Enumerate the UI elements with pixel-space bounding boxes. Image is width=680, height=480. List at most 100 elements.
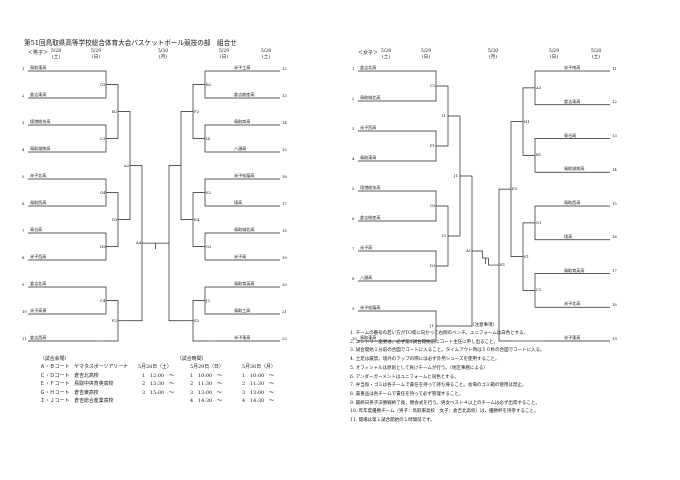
venues-heading: （試合会場） — [40, 356, 70, 362]
women-left-team: 倉吉総産高 — [360, 215, 381, 220]
note-item: 9. 最終日男子決勝戦終了後，閉会式を行う。男女ベスト４以上のチームは必ず出席す… — [350, 400, 540, 406]
women-right-team: 米子東高 — [564, 335, 581, 340]
men-left-match — [130, 165, 143, 322]
men-right-num: 18 — [282, 227, 287, 233]
women-match-code: C1 — [430, 83, 436, 88]
times-row-28: 3 15:00 〜 — [142, 389, 174, 396]
times-row-30: 4 14:30 〜 — [242, 398, 274, 405]
times-row-29: 1 10:00 〜 — [190, 372, 222, 379]
women-left-match — [424, 190, 437, 222]
women-right-num: 12 — [612, 99, 617, 105]
men-heading: ＜男子＞ — [28, 50, 49, 56]
men-left-num: 1 — [22, 65, 25, 71]
women-right-team: 青谷高 — [564, 132, 577, 138]
women-right-num: 18 — [612, 301, 617, 307]
men-right-match — [204, 232, 217, 261]
women-right-team: 米子南高 — [564, 65, 581, 70]
women-day-1: (日) — [421, 55, 431, 60]
men-match-code: G2 — [100, 81, 106, 87]
men-left-team: 鳥取湖陵高 — [30, 146, 51, 151]
women-final-left — [472, 250, 483, 259]
men-day-4: (土) — [261, 55, 271, 60]
women-date-0: 5/28 — [380, 49, 392, 54]
women-right-match — [534, 273, 547, 308]
men-right-num: 22 — [282, 335, 287, 341]
men-right-match — [204, 70, 217, 99]
women-match-code: E1 — [500, 262, 506, 268]
document-title: 第51回鳥取県高等学校総合体育大会バスケットボール競技の部 組合せ — [24, 39, 237, 47]
men-left-num: 7 — [22, 227, 25, 233]
men-right-team: 倉吉総産高 — [234, 92, 255, 97]
men-match-code: E2 — [206, 189, 212, 195]
men-right-num: 15 — [282, 146, 287, 152]
note-item: 8. 貴重品は各チームで責任を持って必ず管理すること。 — [350, 391, 464, 397]
men-left-team: 倉吉西高 — [30, 335, 47, 340]
women-match-code: G3 — [430, 203, 436, 208]
women-left-team: 鳥取東高 — [360, 335, 377, 340]
men-left-num: 9 — [22, 281, 25, 287]
women-right-num: 14 — [612, 166, 617, 172]
women-left-num: 1 — [352, 65, 355, 71]
women-right-team: 境高 — [564, 233, 573, 239]
note-item: 5. オフィシャルは原則として負けチームが行う。（地区事務による） — [350, 365, 488, 371]
women-left-num: 6 — [352, 215, 355, 221]
women-right-match — [534, 138, 547, 173]
women-date-3: 5/29 — [548, 49, 560, 54]
times-row-29: 4 14:30 〜 — [190, 398, 222, 405]
note-item: 2. エントリー変更は，必ず第1試合開始前にコート主任に申し出ること。 — [350, 339, 499, 345]
men-match-code: F2 — [194, 108, 200, 114]
men-match-code: D3 — [112, 216, 118, 222]
women-right-team: 鳥取育英高 — [564, 267, 585, 273]
women-match-code: E3 — [512, 186, 518, 192]
women-date-4: 5/28 — [590, 49, 602, 54]
men-date-4: 5/28 — [260, 49, 272, 54]
men-match-code: E2 — [194, 317, 200, 323]
men-left-num: 3 — [22, 119, 25, 125]
times-row-30: 1 10:00 〜 — [242, 372, 274, 379]
women-left-team: 米子西高 — [360, 125, 377, 130]
men-right-match — [192, 192, 205, 247]
times-row-30: 2 11:30 〜 — [242, 381, 274, 388]
women-match-code: F1 — [430, 143, 436, 148]
men-date-1: 5/29 — [90, 49, 102, 54]
men-right-team: 米子工高 — [234, 65, 251, 70]
men-left-team: 境港総技高 — [30, 119, 51, 124]
times-row-28: 1 12:00 〜 — [142, 372, 174, 379]
women-right-team: 鳥取西高 — [564, 200, 581, 205]
women-match-code: J1 — [454, 173, 458, 178]
men-right-num: 13 — [282, 92, 287, 98]
times-col-28: 5月28日（土） — [138, 364, 172, 370]
women-match-code: A3 — [536, 84, 542, 90]
women-day-3: (日) — [549, 55, 559, 60]
men-left-match — [94, 232, 107, 261]
women-left-team: 倉吉北高 — [360, 65, 377, 70]
men-left-team: 米子高専 — [30, 308, 47, 313]
men-right-team: 鳥取育英高 — [234, 281, 255, 286]
men-match-code: B2 — [206, 81, 212, 87]
women-match-code: B1 — [536, 152, 542, 158]
venue-row: Ｇ・Ｈコート 倉吉東高校 — [40, 389, 99, 396]
times-row-30: 3 13:00 〜 — [242, 389, 274, 396]
men-left-team: 米子西高 — [30, 254, 47, 259]
men-left-num: 11 — [22, 335, 27, 341]
women-right-num: 15 — [612, 200, 617, 206]
women-left-team: 境港総技高 — [360, 185, 381, 190]
women-right-match — [522, 222, 535, 291]
men-match-code: C4 — [100, 297, 106, 303]
men-match-code: A2 — [124, 162, 130, 168]
women-left-num: 4 — [352, 155, 355, 161]
women-right-num: 16 — [612, 234, 617, 240]
men-left-match — [118, 111, 131, 220]
times-heading: （試合時間） — [177, 356, 207, 362]
women-day-0: (土) — [381, 55, 391, 60]
women-left-match — [436, 85, 449, 147]
men-day-0: (土) — [51, 55, 61, 60]
women-left-match — [424, 310, 437, 342]
men-right-num: 21 — [282, 308, 287, 314]
men-left-num: 6 — [22, 200, 25, 206]
men-match-code: A4 — [136, 240, 142, 246]
women-day-4: (土) — [591, 55, 601, 60]
men-day-1: (日) — [91, 55, 101, 60]
women-left-num: 2 — [352, 95, 355, 101]
